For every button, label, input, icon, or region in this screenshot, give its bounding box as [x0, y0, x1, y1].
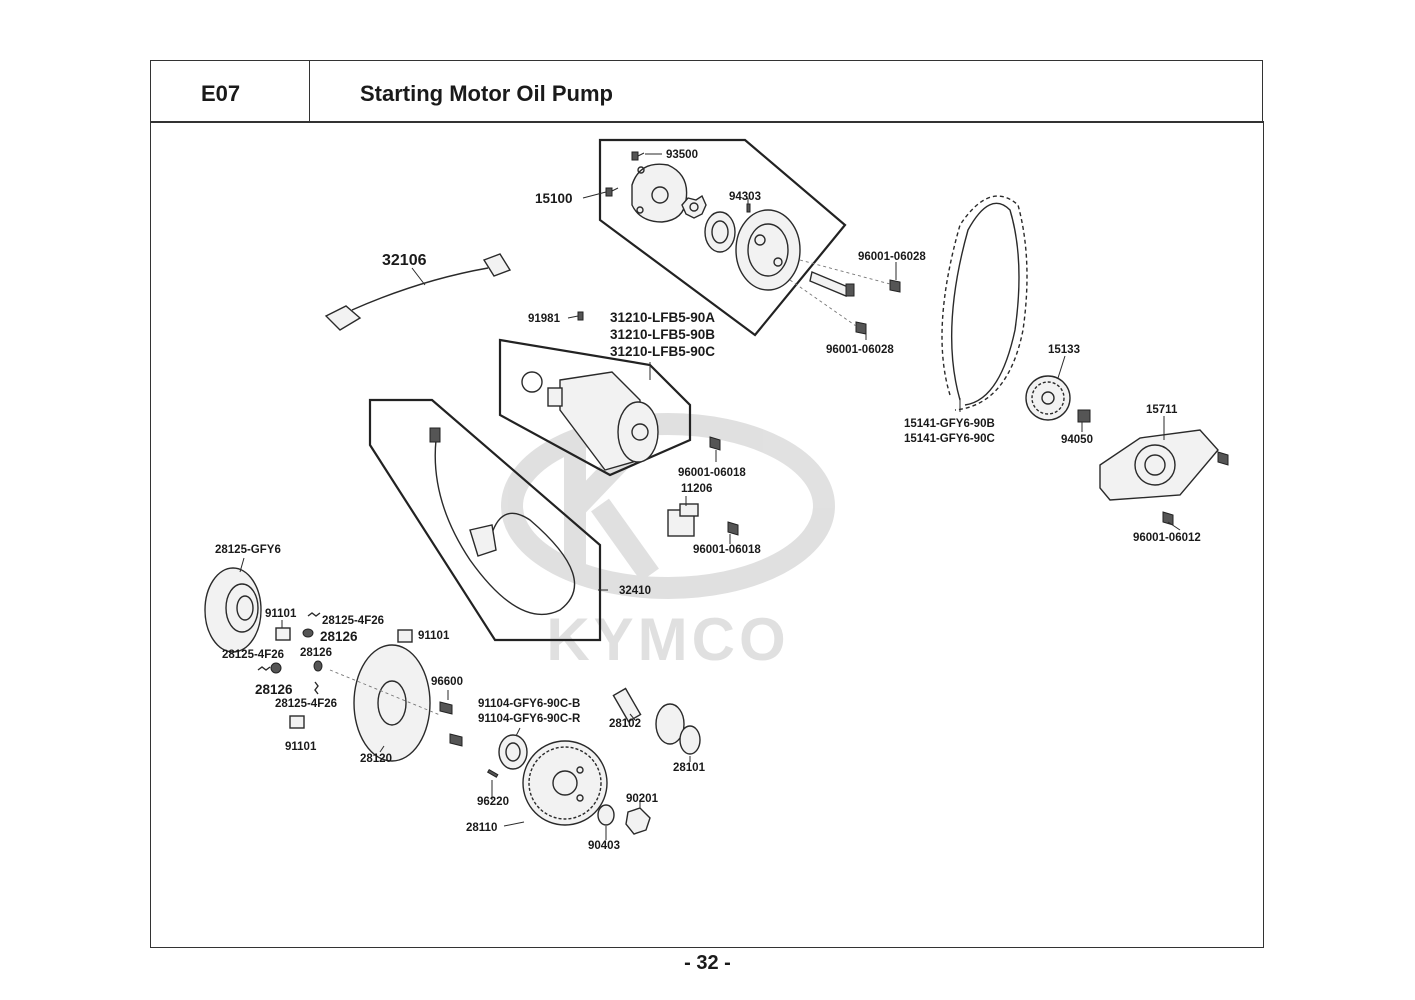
inner-rotor — [681, 194, 707, 219]
leader-lines — [239, 153, 1181, 840]
oil-pump-group-outline — [598, 138, 847, 337]
pump-body — [735, 209, 801, 291]
part-label-91101-left: 91101 — [265, 608, 297, 620]
part-label-15100: 15100 — [535, 191, 573, 206]
starter-motor — [521, 371, 659, 471]
part-label-91981: 91981 — [528, 313, 561, 325]
part-label-31210-lfb5-90a: 31210-LFB5-90A — [610, 310, 715, 325]
part-label-96001-06018-upper: 96001-06018 — [678, 467, 746, 479]
part-label-96001-06018-lower: 96001-06018 — [693, 544, 761, 556]
part-label-28102: 28102 — [609, 718, 641, 730]
diagram-frame — [150, 121, 1264, 948]
part-label-31210-lfb5-90b: 31210-LFB5-90B — [610, 327, 715, 342]
part-label-91101-bottom: 91101 — [285, 741, 317, 753]
part-label-91104-gfy6-90c-b: 91104-GFY6-90C-B — [478, 698, 580, 710]
part-label-91101-right: 91101 — [418, 630, 450, 642]
starter-fasteners — [577, 311, 739, 537]
part-label-28126-top: 28126 — [320, 629, 358, 644]
part-label-28125-4f26-bottom: 28125-4F26 — [275, 698, 337, 710]
starter-clutch-cover — [204, 567, 262, 653]
starter-clutch-housing — [329, 644, 441, 762]
part-label-94050: 94050 — [1061, 434, 1093, 446]
washer-nut — [597, 804, 651, 835]
oil-pump-cover — [631, 163, 688, 223]
part-label-28125-gfy6: 28125-GFY6 — [215, 544, 281, 556]
clutch-rollers-springs — [257, 612, 413, 729]
pump-bolts — [789, 259, 901, 335]
part-label-90403: 90403 — [588, 840, 620, 852]
oil-pump-sprocket — [1025, 375, 1091, 423]
part-label-31210-lfb5-90c: 31210-LFB5-90C — [610, 344, 715, 359]
part-label-28126-left: 28126 — [255, 682, 293, 697]
part-label-94303: 94303 — [729, 191, 761, 203]
part-label-28120: 28120 — [360, 753, 392, 765]
starter-relay-connector — [324, 253, 512, 331]
part-label-93500: 93500 — [666, 149, 698, 161]
part-label-91104-gfy6-90c-r: 91104-GFY6-90C-R — [478, 713, 581, 725]
part-label-32106: 32106 — [382, 252, 427, 269]
page-number: - 32 - — [684, 952, 731, 974]
needle-bearing — [498, 734, 528, 770]
starter-cable — [429, 427, 576, 616]
outer-rotor — [704, 211, 736, 253]
part-label-96001-06028-upper: 96001-06028 — [858, 251, 926, 263]
starter-driven-gear — [522, 740, 608, 826]
part-label-96220: 96220 — [477, 796, 509, 808]
oil-pump-chain — [941, 195, 1028, 411]
section-code: E07 — [201, 81, 241, 106]
part-label-11206: 11206 — [681, 483, 712, 495]
part-label-28125-4f26-top: 28125-4F26 — [322, 615, 384, 627]
part-label-96600: 96600 — [431, 676, 463, 688]
part-label-15141-gfy6-90c: 15141-GFY6-90C — [904, 433, 995, 445]
section-code-box: E07 — [150, 60, 310, 123]
part-label-90201: 90201 — [626, 793, 659, 805]
part-label-96001-06028-lower: 96001-06028 — [826, 344, 894, 356]
part-label-28101: 28101 — [673, 762, 706, 774]
title-box: Starting Motor Oil Pump — [309, 60, 1263, 123]
part-label-96001-06012: 96001-06012 — [1133, 532, 1201, 544]
chain-guide-plate — [1099, 429, 1229, 526]
part-label-28125-4f26-left: 28125-4F26 — [222, 649, 284, 661]
part-label-32410: 32410 — [619, 585, 651, 597]
pump-shaft — [809, 271, 855, 297]
part-label-15133: 15133 — [1048, 344, 1080, 356]
part-label-15141-gfy6-90b: 15141-GFY6-90B — [904, 418, 995, 430]
reduction-gear — [612, 687, 701, 755]
key — [486, 768, 499, 778]
part-label-28110: 28110 — [466, 822, 497, 834]
page-title: Starting Motor Oil Pump — [360, 81, 613, 106]
part-label-28126-middle: 28126 — [300, 647, 332, 659]
starter-cable-group-outline — [368, 398, 602, 642]
pump-pin — [746, 203, 751, 213]
part-label-15711: 15711 — [1146, 404, 1178, 416]
clutch-screws — [439, 701, 463, 747]
